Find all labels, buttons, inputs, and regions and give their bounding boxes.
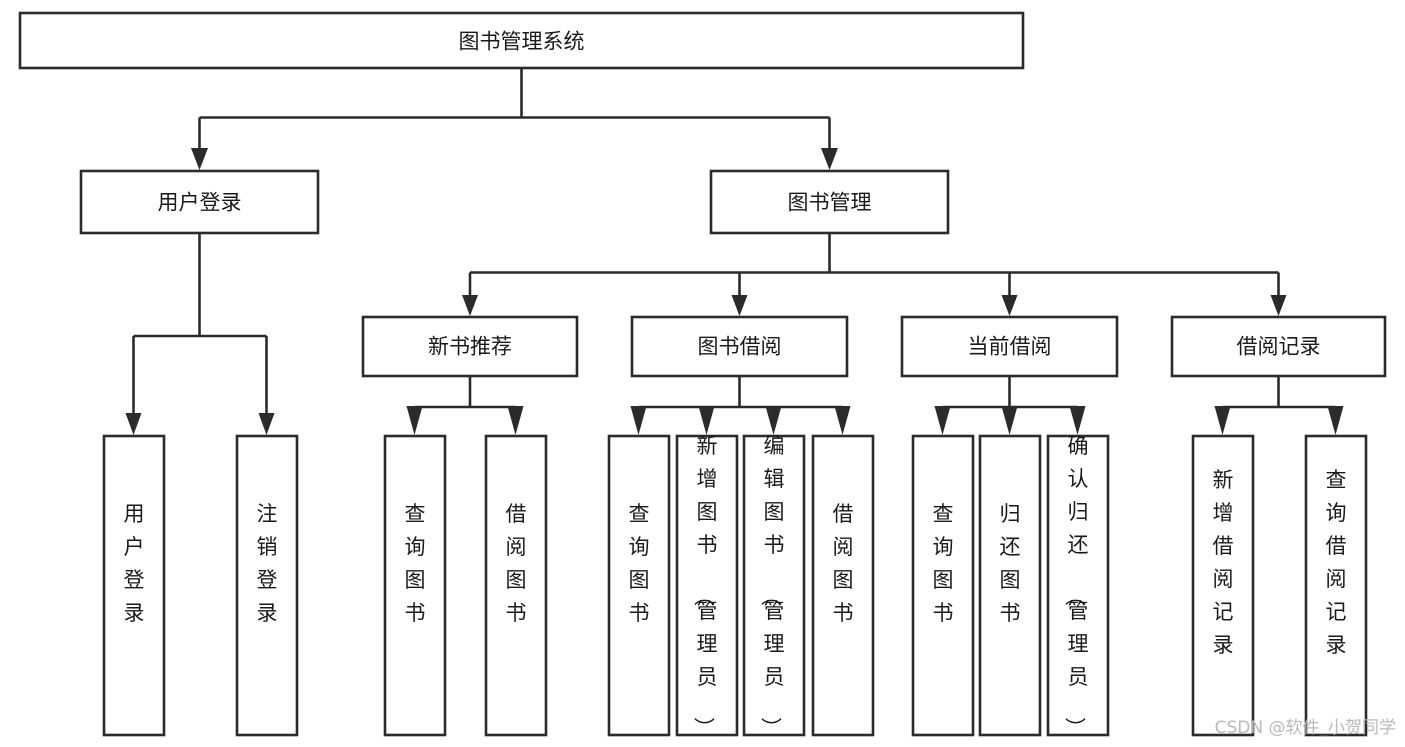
- node-leaf-add-record-label: 新增借阅记录: [1213, 468, 1234, 657]
- connector-group-new-book-recommend: [406, 376, 524, 435]
- node-leaf-return-books-label: 归还图书: [1000, 502, 1021, 625]
- node-leaf-borrow-books-1-box[interactable]: [484, 434, 548, 737]
- node-user-login-box[interactable]: [79, 169, 320, 235]
- connector-group-user-login: [125, 233, 275, 435]
- node-leaf-confirm-return-label: 确认归还（管理员）: [1063, 434, 1089, 738]
- arrow-head-leaf-query-books-1: [406, 406, 423, 435]
- connector-group-root: [191, 68, 838, 170]
- arrow-head-leaf-add-record: [1214, 406, 1231, 435]
- node-leaf-add-book-label: 新增图书（管理员）: [692, 434, 718, 738]
- arrow-head-leaf-query-books-3: [934, 406, 951, 435]
- node-leaf-edit-book-label: 编辑图书（管理员）: [759, 434, 785, 738]
- arrow-head-leaf-confirm-return: [1069, 406, 1086, 435]
- node-leaf-return-books[interactable]: 归还图书: [978, 434, 1042, 737]
- node-borrow-record-label: 借阅记录: [1237, 335, 1321, 359]
- node-leaf-edit-book[interactable]: 编辑图书（管理员）: [742, 434, 806, 738]
- node-leaf-confirm-return[interactable]: 确认归还（管理员）: [1046, 434, 1110, 738]
- arrow-head-new-book-recommend: [462, 295, 478, 316]
- arrow-head-leaf-borrow-books-1: [507, 406, 524, 435]
- arrow-head-leaf-return-books: [1001, 406, 1018, 435]
- node-leaf-return-books-box[interactable]: [978, 434, 1042, 737]
- arrow-head-book-borrow: [731, 295, 748, 316]
- node-leaf-user-login-label: 用户登录: [124, 502, 145, 625]
- node-user-login[interactable]: 用户登录: [79, 169, 320, 235]
- node-leaf-borrow-books-2-label: 借阅图书: [833, 502, 854, 625]
- connector-group-book-management: [462, 233, 1287, 316]
- arrow-head-leaf-borrow-books-2: [834, 406, 851, 435]
- node-leaf-query-books-2[interactable]: 查询图书: [607, 434, 671, 737]
- connector-group-current-borrow: [934, 376, 1086, 435]
- node-leaf-query-books-1[interactable]: 查询图书: [383, 434, 447, 737]
- arrow-head-borrow-record: [1270, 295, 1287, 316]
- node-leaf-confirm-return-box[interactable]: [1046, 434, 1110, 737]
- node-book-management-box[interactable]: [709, 169, 950, 235]
- node-book-management-label: 图书管理: [788, 191, 872, 215]
- arrow-head-leaf-add-book: [698, 406, 715, 435]
- arrow-head-leaf-edit-book: [765, 406, 782, 435]
- arrow-head-leaf-logout: [258, 413, 275, 435]
- node-leaf-query-books-3-box[interactable]: [911, 434, 975, 737]
- arrow-head-leaf-query-books-2: [630, 406, 647, 435]
- node-leaf-query-record-label: 查询借阅记录: [1326, 468, 1347, 657]
- node-leaf-borrow-books-2[interactable]: 借阅图书: [811, 434, 875, 737]
- node-current-borrow-label: 当前借阅: [968, 335, 1052, 359]
- node-book-borrow-box[interactable]: [630, 315, 849, 378]
- node-current-borrow[interactable]: 当前借阅: [900, 315, 1119, 378]
- node-leaf-add-book-box[interactable]: [675, 434, 739, 737]
- node-book-management[interactable]: 图书管理: [709, 169, 950, 235]
- node-leaf-add-book[interactable]: 新增图书（管理员）: [675, 434, 739, 738]
- node-new-book-recommend[interactable]: 新书推荐: [361, 315, 579, 378]
- arrow-head-user-login: [191, 148, 208, 170]
- csdn-watermark: CSDN @软件_小贺同学: [1215, 718, 1396, 738]
- node-root-box[interactable]: [18, 11, 1025, 70]
- node-new-book-recommend-label: 新书推荐: [428, 335, 512, 359]
- arrow-head-current-borrow: [1001, 295, 1018, 316]
- node-leaf-query-record-box[interactable]: [1304, 434, 1368, 737]
- node-leaf-query-books-2-label: 查询图书: [629, 502, 650, 625]
- node-leaf-user-login-box[interactable]: [102, 434, 166, 737]
- node-leaf-query-books-1-box[interactable]: [383, 434, 447, 737]
- node-borrow-record[interactable]: 借阅记录: [1170, 315, 1387, 378]
- node-current-borrow-box[interactable]: [900, 315, 1119, 378]
- node-book-borrow-label: 图书借阅: [698, 335, 782, 359]
- node-user-login-label: 用户登录: [158, 191, 242, 215]
- node-leaf-borrow-books-1[interactable]: 借阅图书: [484, 434, 548, 737]
- node-leaf-query-books-1-label: 查询图书: [405, 502, 426, 625]
- arrow-head-leaf-user-login: [125, 413, 142, 435]
- node-leaf-logout[interactable]: 注销登录: [235, 434, 299, 737]
- node-leaf-query-record[interactable]: 查询借阅记录: [1304, 434, 1368, 737]
- node-new-book-recommend-box[interactable]: [361, 315, 579, 378]
- node-leaf-borrow-books-1-label: 借阅图书: [506, 502, 527, 625]
- connector-group-borrow-record: [1214, 376, 1344, 435]
- node-leaf-logout-label: 注销登录: [257, 502, 278, 625]
- node-root[interactable]: 图书管理系统: [18, 11, 1025, 70]
- node-leaf-query-books-3-label: 查询图书: [933, 502, 954, 625]
- connector-group-book-borrow: [630, 376, 851, 435]
- node-leaf-logout-box[interactable]: [235, 434, 299, 737]
- node-leaf-user-login[interactable]: 用户登录: [102, 434, 166, 737]
- arrow-head-book-management: [821, 148, 838, 170]
- node-leaf-add-record-box[interactable]: [1191, 434, 1255, 737]
- node-book-borrow[interactable]: 图书借阅: [630, 315, 849, 378]
- node-leaf-add-record[interactable]: 新增借阅记录: [1191, 434, 1255, 737]
- node-leaf-edit-book-box[interactable]: [742, 434, 806, 737]
- node-leaf-query-books-2-box[interactable]: [607, 434, 671, 737]
- arrow-head-leaf-query-record: [1327, 406, 1344, 435]
- node-root-label: 图书管理系统: [459, 30, 585, 54]
- node-borrow-record-box[interactable]: [1170, 315, 1387, 378]
- node-leaf-query-books-3[interactable]: 查询图书: [911, 434, 975, 737]
- node-leaf-borrow-books-2-box[interactable]: [811, 434, 875, 737]
